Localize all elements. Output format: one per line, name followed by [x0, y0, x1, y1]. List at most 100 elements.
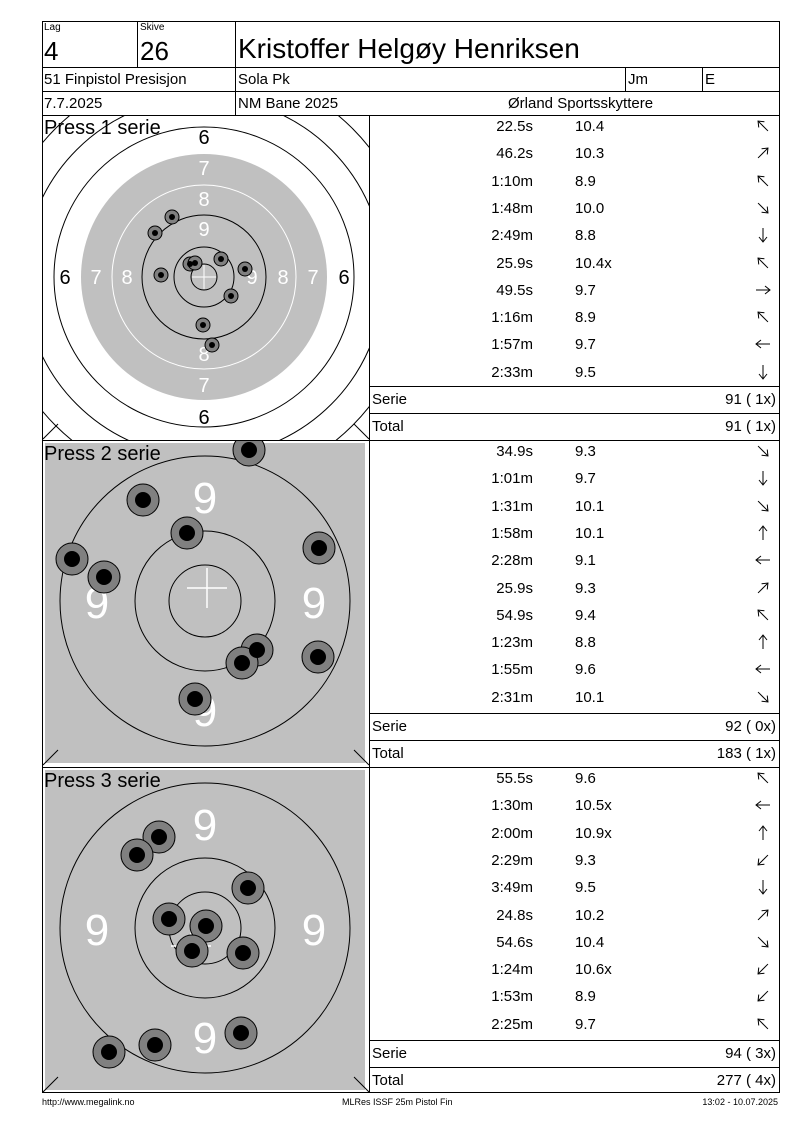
shot-time: 1:30m [491, 797, 533, 815]
shot-score: 9.1 [575, 552, 596, 570]
direction-arrow-icon [755, 555, 770, 565]
shot-time: 2:33m [491, 363, 533, 381]
ring-label-9-left: 9 [85, 906, 109, 955]
divider [42, 115, 780, 116]
shot-time: 1:57m [491, 336, 533, 354]
shot-time: 1:48m [491, 199, 533, 217]
shot-time: 1:24m [491, 961, 533, 979]
shot-score: 9.3 [575, 851, 596, 869]
serie-value: 94 ( 3x) [725, 1045, 776, 1062]
direction-arrow-icon [757, 175, 769, 186]
footer-timestamp: 13:02 - 10.07.2025 [702, 1097, 778, 1107]
direction-arrow-icon [758, 228, 768, 243]
footer-software: MLRes ISSF 25m Pistol Fin [342, 1097, 453, 1107]
serie-label: Serie [372, 718, 408, 735]
divider [369, 1067, 780, 1068]
divider [369, 713, 780, 714]
shot-time: 1:23m [491, 634, 533, 652]
divider [369, 115, 370, 1093]
shot-time: 24.8s [496, 906, 533, 924]
serie-label: Serie [372, 1045, 408, 1062]
shot-marks [55, 441, 336, 716]
target-series-1: 6 7 8 9 8 7 6 6 7 8 9 8 7 6 [43, 116, 369, 440]
lag-label: Lag [44, 22, 61, 33]
shot-score: 9.7 [575, 1015, 596, 1033]
shot-time: 2:29m [491, 851, 533, 869]
series-3-total-row: Total 277 ( 4x) [370, 1068, 778, 1095]
shot-time: 34.9s [496, 443, 533, 460]
total-value: 277 ( 4x) [716, 1072, 776, 1089]
shot-score: 9.3 [575, 579, 596, 597]
footer-url: http://www.megalink.no [42, 1097, 135, 1107]
shot-score: 9.7 [575, 336, 596, 354]
shot-row: 1:16m 8.9 [370, 305, 778, 332]
ring-label-9-right: 9 [302, 579, 326, 628]
direction-arrow-icon [758, 880, 768, 895]
ring-label-6-left: 6 [59, 267, 70, 289]
direction-arrow-icon [757, 581, 769, 593]
shot-score: 9.7 [575, 470, 596, 488]
lag-value: 4 [44, 36, 59, 66]
direction-arrow-icon [757, 772, 769, 784]
event-name: 51 Finpistol Presisjon [44, 71, 187, 88]
total-value: 183 ( 1x) [716, 745, 776, 762]
shot-score: 9.5 [575, 363, 596, 381]
shot-score: 10.3 [575, 145, 605, 163]
divider [42, 767, 780, 768]
ring-label-7-left: 7 [90, 267, 101, 289]
shot-row: 34.9s 9.3 [370, 439, 778, 466]
direction-arrow-icon [757, 311, 769, 323]
series-1-serie-row: Serie 91 ( 1x) [370, 387, 778, 414]
direction-arrow-icon [755, 665, 770, 674]
ring-label-8-left: 8 [121, 267, 132, 289]
shot-score: 10.5x [575, 797, 612, 815]
organizer-name: Ørland Sportsskyttere [508, 95, 654, 112]
ring-label-7-top: 7 [198, 158, 209, 180]
divider [369, 413, 780, 414]
direction-arrow-icon [757, 256, 769, 268]
ring-label-9-bottom: 9 [193, 1014, 217, 1063]
ring-label-7-right: 7 [307, 267, 318, 289]
direction-arrow-icon [758, 634, 768, 650]
shot-score: 10.4 [575, 118, 605, 135]
target-series-3: 9 9 9 9 [43, 770, 369, 1093]
ring-label-9-top: 9 [193, 801, 217, 850]
shot-score: 8.9 [575, 309, 596, 327]
shot-row: 1:57m 9.7 [370, 332, 778, 359]
direction-arrow-icon [755, 340, 770, 349]
direction-arrow-icon [757, 991, 769, 1002]
shot-score: 9.5 [575, 879, 596, 897]
shot-score: 9.3 [575, 443, 596, 460]
shot-row: 3:49m 9.5 [370, 875, 778, 902]
shot-score: 10.0 [575, 199, 605, 217]
shot-time: 1:16m [491, 309, 533, 327]
shot-time: 3:49m [491, 879, 533, 897]
skive-value: 26 [140, 36, 169, 66]
shot-row: 1:48m 10.0 [370, 196, 778, 223]
shot-score: 9.7 [575, 281, 596, 299]
direction-arrow-icon [757, 1018, 769, 1029]
shot-score: 10.1 [575, 688, 605, 706]
shot-score: 10.1 [575, 497, 605, 515]
divider [42, 67, 780, 68]
ring-label-9-right: 9 [302, 906, 326, 955]
divider [369, 740, 780, 741]
direction-arrow-icon [758, 824, 768, 840]
ring-label-8-top: 8 [198, 189, 209, 211]
shot-time: 1:10m [491, 172, 533, 190]
shot-time: 54.9s [496, 606, 533, 624]
divider [235, 21, 236, 115]
divider [625, 67, 626, 91]
ring-label-6-top: 6 [198, 127, 209, 149]
